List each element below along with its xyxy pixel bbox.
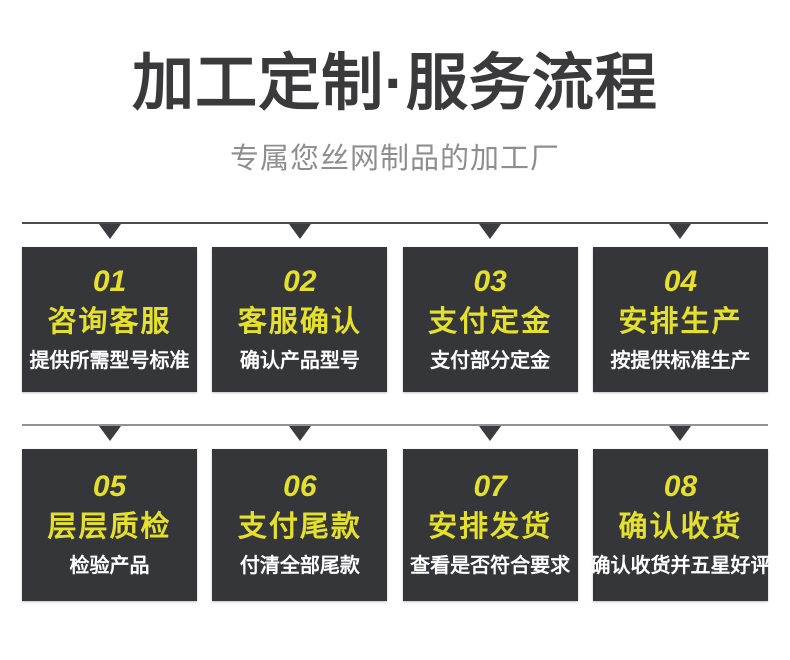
step-cell-01: 01 咨询客服 提供所需型号标准 — [22, 222, 197, 392]
process-row-2: 05 层层质检 检验产品 06 支付尾款 付清全部尾款 07 安排发货 — [22, 424, 771, 601]
step-desc: 确认收货并五星好评 — [590, 555, 771, 577]
step-box-08: 08 确认收货 确认收货并五星好评 — [590, 449, 771, 601]
step-boxes-row-1: 01 咨询客服 提供所需型号标准 02 客服确认 确认产品型号 03 支付定金 — [22, 222, 768, 392]
page-subtitle: 专属您丝网制品的加工厂 — [229, 143, 560, 175]
step-number: 08 — [663, 470, 698, 503]
step-number: 03 — [473, 264, 507, 298]
step-box-04: 04 安排生产 按提供标准生产 — [592, 247, 768, 392]
step-desc: 按提供标准生产 — [610, 349, 751, 372]
step-title: 安排生产 — [618, 305, 743, 338]
page-title: 加工定制·服务流程 — [132, 49, 658, 118]
arrow-down-icon — [479, 224, 502, 239]
step-boxes-row-2: 05 层层质检 检验产品 06 支付尾款 付清全部尾款 07 安排发货 — [22, 424, 771, 601]
step-number: 02 — [283, 264, 317, 298]
step-cell-07: 07 安排发货 查看是否符合要求 — [402, 424, 578, 601]
connector-line — [22, 222, 768, 224]
step-number: 01 — [92, 264, 127, 298]
step-cell-08: 08 确认收货 确认收货并五星好评 — [590, 424, 771, 601]
step-desc: 提供所需型号标准 — [29, 349, 190, 372]
arrow-down-icon — [479, 426, 502, 441]
step-title: 客服确认 — [237, 305, 362, 338]
step-cell-06: 06 支付尾款 付清全部尾款 — [212, 424, 388, 601]
step-number: 07 — [473, 470, 507, 503]
step-title: 确认收货 — [618, 511, 743, 543]
step-title: 支付定金 — [428, 305, 553, 338]
step-desc: 检验产品 — [69, 555, 150, 577]
step-desc: 确认产品型号 — [239, 349, 360, 372]
step-box-05: 05 层层质检 检验产品 — [22, 449, 197, 601]
step-box-07: 07 安排发货 查看是否符合要求 — [402, 449, 578, 601]
arrow-down-icon — [98, 426, 121, 441]
step-cell-04: 04 安排生产 按提供标准生产 — [592, 222, 768, 392]
step-title: 安排发货 — [428, 511, 553, 543]
step-number: 04 — [663, 264, 698, 298]
arrow-down-icon — [669, 426, 692, 441]
process-row-1: 01 咨询客服 提供所需型号标准 02 客服确认 确认产品型号 03 支付定金 — [22, 222, 768, 392]
step-box-02: 02 客服确认 确认产品型号 — [212, 247, 388, 392]
step-desc: 付清全部尾款 — [239, 555, 360, 577]
arrow-down-icon — [288, 224, 311, 239]
step-cell-03: 03 支付定金 支付部分定金 — [402, 222, 578, 392]
step-number: 06 — [283, 470, 317, 503]
step-number: 05 — [92, 470, 127, 503]
step-desc: 查看是否符合要求 — [410, 555, 571, 577]
arrow-down-icon — [288, 426, 311, 441]
arrow-down-icon — [669, 224, 692, 239]
step-box-01: 01 咨询客服 提供所需型号标准 — [22, 247, 197, 392]
step-title: 支付尾款 — [237, 511, 362, 543]
step-cell-05: 05 层层质检 检验产品 — [22, 424, 197, 601]
step-desc: 支付部分定金 — [430, 349, 551, 372]
step-box-03: 03 支付定金 支付部分定金 — [402, 247, 578, 392]
step-title: 咨询客服 — [47, 305, 172, 338]
connector-line — [22, 424, 768, 426]
arrow-down-icon — [98, 224, 121, 239]
step-box-06: 06 支付尾款 付清全部尾款 — [212, 449, 388, 601]
step-title: 层层质检 — [47, 511, 172, 543]
step-cell-02: 02 客服确认 确认产品型号 — [212, 222, 388, 392]
